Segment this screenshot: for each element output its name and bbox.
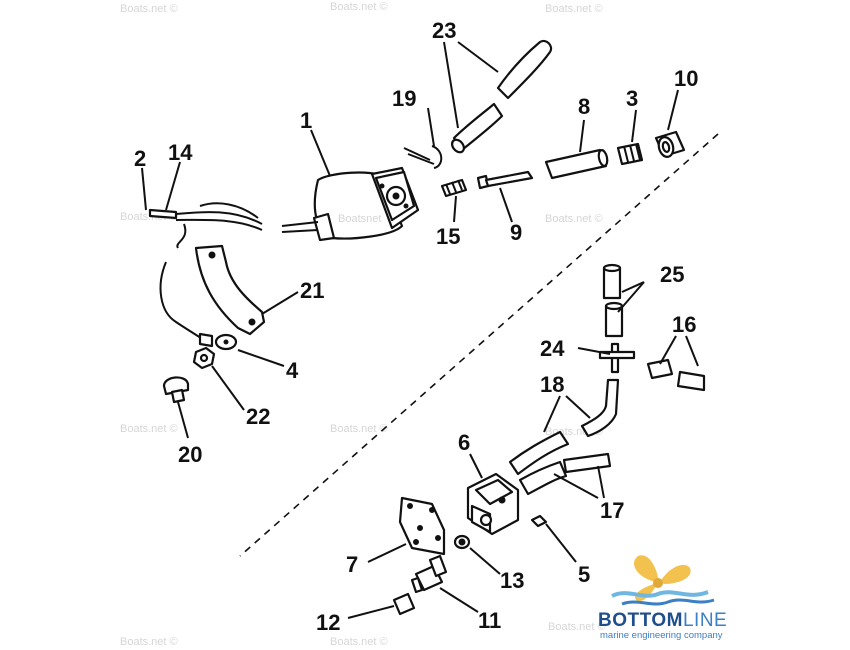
part-solenoid: Boatsnet	[281, 166, 420, 242]
watermark: Boats.net ©	[545, 3, 603, 15]
part-bracket	[194, 244, 266, 336]
part-fuel-hose	[508, 378, 620, 476]
callout-1: 1	[300, 108, 312, 133]
callout-6: 6	[458, 430, 470, 455]
callout-18: 18	[540, 372, 564, 397]
leader-lines	[141, 41, 699, 619]
callout-2: 2	[134, 146, 146, 171]
part-fuel-pump	[466, 472, 520, 536]
callout-4: 4	[286, 358, 299, 383]
part-tubes	[602, 263, 624, 338]
callout-13: 13	[500, 568, 524, 593]
callout-7: 7	[346, 552, 358, 577]
callout-20: 20	[178, 442, 202, 467]
part-screw	[162, 376, 190, 404]
logo-brand-bold: BOTTOM	[598, 610, 683, 631]
watermark-inline: Boatsnet	[338, 213, 381, 225]
watermark: Boats.net ©	[120, 3, 178, 15]
part-sleeve	[544, 148, 609, 180]
logo-tagline: marine engineering company	[600, 630, 723, 641]
dashed-alignment-line	[239, 133, 719, 557]
callout-10: 10	[674, 66, 698, 91]
callout-12: 12	[316, 610, 340, 635]
part-spring	[440, 178, 468, 198]
callout-5: 5	[578, 562, 590, 587]
part-nut	[192, 346, 216, 370]
watermarks: Boats.net © Boats.net © Boats.net © Boat…	[120, 1, 606, 648]
callout-11: 11	[478, 608, 501, 633]
callout-14: 14	[168, 140, 193, 165]
callout-21: 21	[300, 278, 324, 303]
watermark: Boats.net ©	[545, 213, 603, 225]
watermark: Boats.net ©	[330, 423, 388, 435]
part-short-hoses	[646, 358, 706, 392]
callout-8: 8	[578, 94, 590, 119]
part-pump-screw	[530, 514, 548, 528]
callout-3: 3	[626, 86, 638, 111]
watermark: Boats.net ©	[330, 636, 388, 648]
part-ground-lead	[159, 261, 238, 351]
watermark: Boats.net ©	[548, 621, 606, 633]
part-wire-leads	[148, 202, 263, 249]
callout-24: 24	[540, 336, 565, 361]
callout-15: 15	[436, 224, 460, 249]
logo-brand-light: LINE	[682, 610, 728, 631]
callout-numbers: 1 2 3 4 5 6 7 8 9 10 11 12 13 14 15 16 1…	[134, 18, 698, 635]
part-hose	[450, 39, 553, 154]
callout-19: 19	[392, 86, 416, 111]
watermark: Boats.net ©	[120, 636, 178, 648]
part-cap	[654, 130, 686, 158]
watermark: Boats.net ©	[120, 423, 178, 435]
callout-22: 22	[246, 404, 270, 429]
callout-16: 16	[672, 312, 696, 337]
part-gasket	[398, 496, 446, 556]
part-clip	[403, 145, 443, 169]
watermark: Boats.net ©	[330, 1, 388, 13]
logo-brand-text: BOTTOMLINE	[598, 610, 727, 632]
part-plunger	[476, 170, 534, 190]
part-plug	[392, 592, 416, 616]
callout-17: 17	[600, 498, 624, 523]
callout-9: 9	[510, 220, 522, 245]
part-coil-spring	[616, 142, 644, 166]
part-tee-fitting	[598, 342, 636, 374]
part-elbow-fitting	[410, 554, 448, 594]
callout-23: 23	[432, 18, 456, 43]
propeller-icon	[611, 555, 715, 606]
bottomline-logo: BOTTOMLINE marine engineering company	[598, 552, 740, 641]
callout-25: 25	[660, 262, 684, 287]
part-o-ring	[453, 534, 471, 550]
